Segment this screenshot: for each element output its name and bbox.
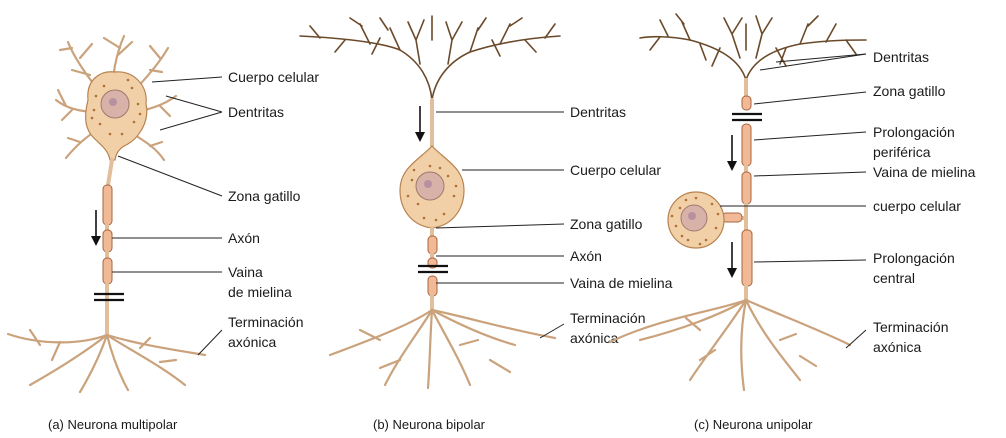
label-dendrites: Dentritas <box>873 49 929 65</box>
label-peripheral-line1: Prolongación <box>873 124 955 140</box>
label-peripheral-line2: periférica <box>873 144 931 160</box>
multipolar-neuron: Cuerpo celular Dentritas Zona gatillo Ax… <box>6 34 319 432</box>
label-terminal-line1: Terminación <box>570 310 645 326</box>
label-terminal-line2: axónica <box>570 330 618 346</box>
label-cell-body: cuerpo celular <box>873 198 961 214</box>
bipolar-nucleolus <box>424 180 432 188</box>
unipolar-dendrites <box>639 13 867 81</box>
label-dendrites: Dentritas <box>570 104 626 120</box>
unipolar-soma-granules <box>670 196 720 246</box>
label-axon: Axón <box>570 248 602 264</box>
bipolar-neuron: Dentritas Cuerpo celular Zona gatillo Ax… <box>299 15 673 432</box>
unipolar-myelin-segment <box>741 171 752 205</box>
label-terminal-line1: Terminación <box>228 314 303 330</box>
bipolar-soma-granules <box>406 164 458 222</box>
bipolar-myelin-segment <box>427 235 438 255</box>
label-central-line2: central <box>873 270 915 286</box>
label-myelin-line1: Vaina <box>228 264 263 280</box>
unipolar-axon-terminals <box>608 298 852 392</box>
multipolar-nucleolus <box>109 98 117 106</box>
label-dendrites: Dentritas <box>228 104 284 120</box>
caption-unipolar: (c) Neurona unipolar <box>694 417 813 432</box>
label-cell-body: Cuerpo celular <box>570 162 661 178</box>
unipolar-nucleolus <box>688 212 696 220</box>
label-trigger-zone: Zona gatillo <box>873 83 946 99</box>
label-terminal-line1: Terminación <box>873 319 948 335</box>
unipolar-neuron: Dentritas Zona gatillo Prolongación peri… <box>608 13 976 432</box>
bipolar-axon-terminals <box>328 308 557 390</box>
label-myelin: Vaina de mielina <box>570 275 673 291</box>
label-terminal-line2: axónica <box>873 339 921 355</box>
unipolar-myelin-segment <box>721 212 743 223</box>
label-myelin-line2: de mielina <box>228 284 292 300</box>
label-cell-body: Cuerpo celular <box>228 69 319 85</box>
unipolar-myelin-segment <box>741 95 752 111</box>
multipolar-axon-terminals <box>6 328 207 394</box>
label-central-line1: Prolongación <box>873 250 955 266</box>
label-trigger-zone: Zona gatillo <box>570 216 643 232</box>
multipolar-myelin-segment <box>102 229 113 253</box>
multipolar-myelin-segment <box>102 184 113 226</box>
caption-multipolar: (a) Neurona multipolar <box>48 417 178 432</box>
bipolar-myelin-segment <box>427 275 438 297</box>
label-axon: Axón <box>228 230 260 246</box>
bipolar-dendrites <box>299 15 561 101</box>
caption-bipolar: (b) Neurona bipolar <box>373 417 486 432</box>
unipolar-myelin-segment <box>741 229 753 287</box>
label-trigger-zone: Zona gatillo <box>228 188 301 204</box>
multipolar-myelin-segment <box>102 257 113 285</box>
multipolar-soma-granules <box>90 78 142 136</box>
label-myelin: Vaina de mielina <box>873 164 976 180</box>
label-terminal-line2: axónica <box>228 334 276 350</box>
unipolar-myelin-segment <box>741 123 752 167</box>
